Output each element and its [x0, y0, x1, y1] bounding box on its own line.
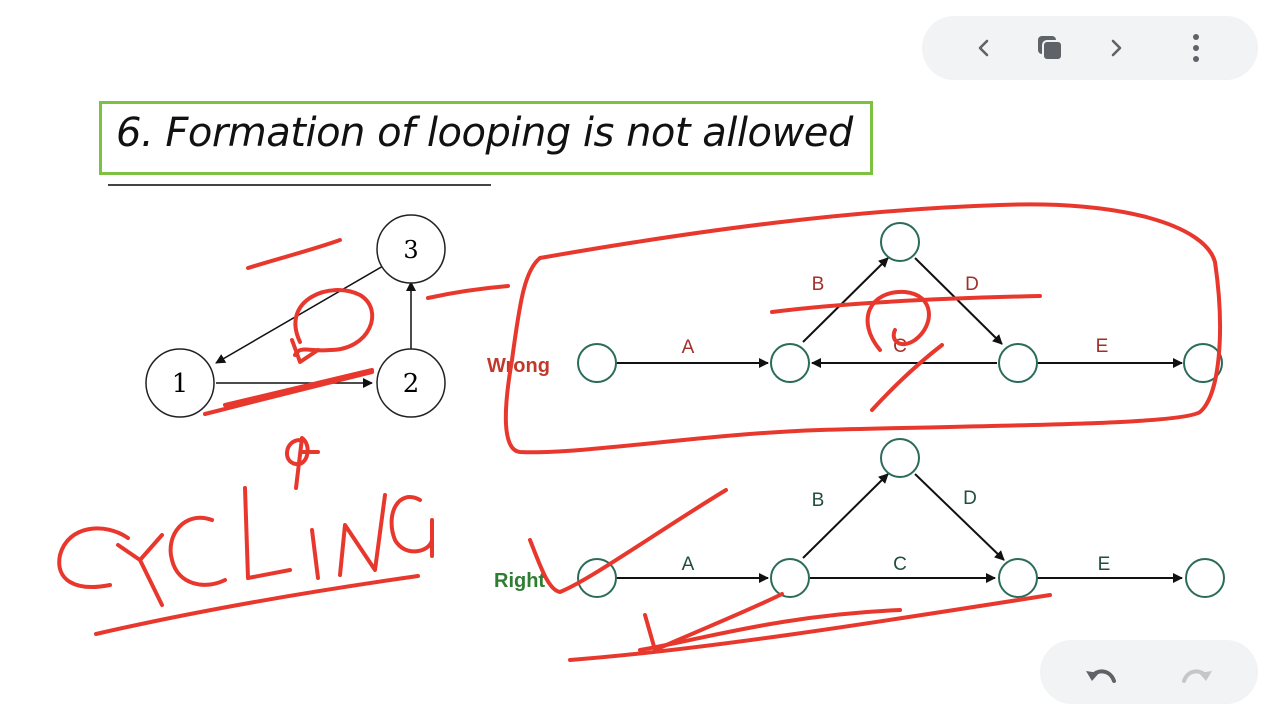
ink-strike — [870, 343, 944, 412]
ink-stroke — [528, 488, 728, 594]
ink-c2 — [168, 515, 227, 587]
ink-loop-arrow — [293, 288, 375, 357]
right-node — [880, 438, 920, 478]
ink-n — [338, 493, 387, 577]
ink-y — [116, 533, 164, 607]
wrong-node — [770, 343, 810, 383]
chevron-left-icon[interactable] — [962, 26, 1006, 70]
right-node — [577, 558, 617, 598]
ink-c — [57, 526, 130, 589]
ink-stroke — [643, 592, 784, 652]
ink-strike — [203, 370, 374, 416]
redo-icon[interactable] — [1174, 654, 1218, 698]
undo-icon[interactable] — [1080, 654, 1124, 698]
edge-3-1 — [215, 265, 384, 364]
right-edge-d — [914, 473, 1005, 561]
wrong-edge-d — [914, 257, 1003, 345]
node-2 — [376, 348, 446, 418]
top-toolbar — [922, 16, 1258, 80]
copy-pages-icon[interactable] — [1028, 26, 1072, 70]
chevron-right-icon[interactable] — [1094, 26, 1138, 70]
ink-strike — [770, 294, 1042, 314]
right-edge-b — [802, 473, 889, 559]
node-1 — [145, 348, 215, 418]
right-edge-c-label: C — [893, 554, 907, 575]
right-node — [770, 558, 810, 598]
right-diagram: Right A B C D E — [494, 438, 1225, 598]
ink-enclosure — [503, 202, 1222, 455]
node-3-label: 3 — [403, 236, 418, 264]
ink-l — [243, 486, 292, 580]
wrong-edge-b-label: B — [812, 274, 825, 295]
wrong-edge-c-label: C — [893, 336, 907, 357]
node-2-label: 2 — [403, 369, 420, 399]
wrong-node — [998, 343, 1038, 383]
wrong-edge-d-label: D — [965, 274, 979, 295]
wrong-edge-b — [802, 257, 889, 343]
right-edge-e-label: E — [1098, 554, 1111, 575]
right-label: Right — [494, 570, 545, 592]
ink-stroke — [246, 238, 342, 270]
wrong-node — [1183, 343, 1223, 383]
wrong-edge-e-label: E — [1096, 336, 1109, 357]
left-graph: 1 2 3 — [145, 214, 446, 418]
right-edge-a-label: A — [682, 554, 695, 575]
page-title: 6. Formation of looping is not allowed — [116, 110, 853, 156]
ink-annotations — [57, 202, 1222, 662]
ink-or — [285, 436, 320, 490]
ink-underline — [638, 608, 902, 652]
node-1-label: 1 — [172, 369, 189, 399]
ink-loop — [865, 289, 931, 352]
title-underline — [108, 184, 491, 186]
right-edge-b-label: B — [812, 490, 825, 511]
wrong-diagram: Wrong A B C D E — [487, 222, 1223, 383]
title-box: 6. Formation of looping is not allowed — [99, 101, 873, 175]
ink-strike — [223, 368, 374, 407]
wrong-edge-a-label: A — [682, 337, 695, 358]
more-vertical-icon[interactable] — [1174, 26, 1218, 70]
right-edge-d-label: D — [963, 488, 977, 509]
ink-underline — [568, 593, 1052, 662]
right-node — [998, 558, 1038, 598]
undo-redo-toolbar — [1040, 640, 1258, 704]
ink-g — [389, 495, 434, 558]
node-3 — [376, 214, 446, 284]
right-node — [1185, 558, 1225, 598]
ink-stroke — [290, 338, 320, 364]
ink-i — [310, 528, 320, 580]
ink-underline — [94, 574, 420, 636]
wrong-label: Wrong — [487, 355, 550, 377]
wrong-node — [577, 343, 617, 383]
ink-stroke — [426, 284, 510, 300]
wrong-node — [880, 222, 920, 262]
